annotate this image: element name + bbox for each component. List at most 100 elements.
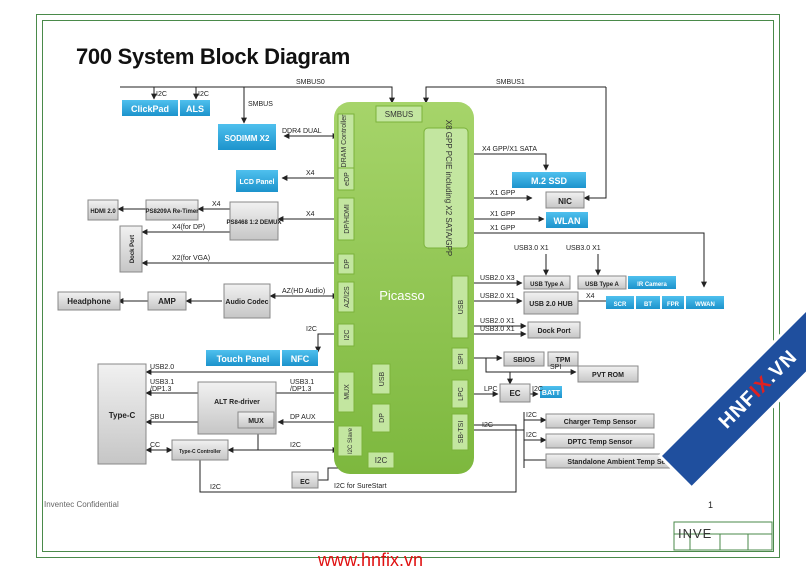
svg-text:PS8468 1:2 DEMUX: PS8468 1:2 DEMUX: [226, 220, 281, 226]
svg-text:X4: X4: [306, 211, 315, 218]
svg-text:Dock Port: Dock Port: [130, 235, 136, 263]
svg-text:PS8209A Re-Timer: PS8209A Re-Timer: [145, 209, 199, 215]
svg-text:ALT Re-driver: ALT Re-driver: [214, 399, 260, 406]
svg-text:CC: CC: [150, 442, 160, 449]
confidential-note: Inventec Confidential: [44, 500, 119, 509]
svg-text:M.2 SSD: M.2 SSD: [531, 176, 568, 186]
svg-text:USB2.0: USB2.0: [150, 364, 174, 371]
svg-text:NFC: NFC: [291, 354, 310, 364]
svg-text:SMBUS: SMBUS: [248, 101, 273, 108]
svg-text:DP: DP: [344, 259, 351, 269]
svg-text:X1 GPP: X1 GPP: [490, 225, 516, 232]
svg-text:/DP1.3: /DP1.3: [150, 386, 172, 393]
title-block: [673, 521, 773, 551]
svg-text:WLAN: WLAN: [554, 216, 581, 226]
svg-text:USB3.1: USB3.1: [150, 379, 174, 386]
svg-text:MUX: MUX: [248, 418, 264, 425]
page-number: 1: [708, 500, 714, 510]
svg-text:USB: USB: [458, 299, 465, 314]
svg-text:USB3.0 X1: USB3.0 X1: [514, 245, 549, 252]
svg-text:USB Type A: USB Type A: [585, 282, 619, 288]
svg-text:BT: BT: [644, 302, 652, 308]
svg-text:LCD Panel: LCD Panel: [239, 179, 274, 186]
svg-text:DP: DP: [379, 413, 386, 423]
svg-text:USB2.0 X1: USB2.0 X1: [480, 318, 515, 325]
svg-text:SMBUS0: SMBUS0: [296, 79, 325, 86]
svg-text:PVT ROM: PVT ROM: [592, 372, 624, 379]
svg-text:SPI: SPI: [458, 353, 465, 364]
svg-text:EC: EC: [300, 479, 310, 486]
svg-text:X1 GPP: X1 GPP: [490, 211, 516, 218]
svg-text:LPC: LPC: [458, 387, 465, 401]
svg-text:X1 GPP: X1 GPP: [490, 190, 516, 197]
svg-text:I2C: I2C: [532, 386, 543, 393]
svg-text:Dock Port: Dock Port: [537, 328, 571, 335]
svg-text:X4 GPP/X1 SATA: X4 GPP/X1 SATA: [482, 146, 537, 153]
svg-text:X4: X4: [212, 201, 221, 208]
svg-text:SODIMM X2: SODIMM X2: [225, 134, 270, 143]
svg-text:AMP: AMP: [158, 297, 176, 306]
diagram-title: 700 System Block Diagram: [76, 44, 351, 69]
svg-text:BATT: BATT: [542, 390, 561, 397]
svg-text:DRAM Controller: DRAM Controller: [341, 114, 348, 168]
svg-text:Charger Temp Sensor: Charger Temp Sensor: [564, 419, 637, 426]
svg-text:I2C: I2C: [375, 456, 388, 465]
svg-text:WWAN: WWAN: [695, 302, 715, 308]
svg-text:I2C: I2C: [344, 330, 351, 341]
svg-text:I2C: I2C: [482, 422, 493, 429]
svg-text:I2C: I2C: [210, 484, 221, 491]
sheet-border: [36, 14, 780, 558]
pcie-label: X8 GPP PCIE including X2 SATA/GPP: [444, 120, 453, 257]
line-labels: SMBUS0 SMBUS1 I2C I2C SMBUS DDR4 DUAL X4…: [150, 79, 601, 491]
svg-text:I2C Slave: I2C Slave: [348, 427, 354, 454]
svg-text:ALS: ALS: [186, 104, 204, 114]
svg-text:I2C: I2C: [306, 326, 317, 333]
svg-text:USB3.1: USB3.1: [290, 379, 314, 386]
svg-text:USB3.0 X1: USB3.0 X1: [480, 326, 515, 333]
svg-text:X4(for DP): X4(for DP): [172, 224, 205, 231]
svg-text:HDMI 2.0: HDMI 2.0: [90, 209, 116, 215]
brand-label: INVE: [678, 526, 713, 541]
svg-text:MUX: MUX: [344, 384, 351, 400]
svg-text:SBU: SBU: [150, 414, 164, 421]
svg-text:SCR: SCR: [614, 302, 627, 308]
svg-text:X4: X4: [586, 293, 595, 300]
svg-text:Type-C: Type-C: [109, 411, 136, 420]
svg-text:I2C: I2C: [526, 432, 537, 439]
svg-text:USB Type A: USB Type A: [530, 282, 564, 288]
sheet-inner-border: [42, 20, 774, 552]
svg-text:SPI: SPI: [550, 364, 561, 371]
svg-text:DPTC Temp Sensor: DPTC Temp Sensor: [568, 439, 633, 446]
svg-text:SMBUS1: SMBUS1: [496, 79, 525, 86]
svg-text:X2(for VGA): X2(for VGA): [172, 255, 210, 262]
svg-text:Standalone Ambient Temp Sensor: Standalone Ambient Temp Sensor: [567, 459, 680, 466]
svg-text:DP/HDMI: DP/HDMI: [344, 204, 351, 234]
watermark-url[interactable]: www.hnfix.vn: [318, 550, 424, 570]
svg-text:AZ/I2S: AZ/I2S: [344, 286, 351, 308]
blue-blocks: ClickPad ALS SODIMM X2 LCD Panel Touch P…: [122, 100, 724, 398]
connections: [117, 86, 707, 493]
svg-text:USB3.0 X1: USB3.0 X1: [566, 245, 601, 252]
svg-text:NIC: NIC: [558, 197, 572, 206]
grey-blocks: HDMI 2.0 PS8209A Re-Timer PS8468 1:2 DEM…: [57, 191, 703, 489]
svg-text:I2C: I2C: [290, 442, 301, 449]
svg-text:I2C for SureStart: I2C for SureStart: [334, 483, 387, 490]
svg-text:IR Camera: IR Camera: [637, 282, 667, 288]
svg-text:FPR: FPR: [667, 302, 680, 308]
svg-text:Headphone: Headphone: [67, 297, 111, 306]
svg-text:X4: X4: [306, 170, 315, 177]
svg-text:USB: USB: [379, 371, 386, 386]
svg-text:SBIOS: SBIOS: [513, 357, 535, 364]
svg-text:DP AUX: DP AUX: [290, 414, 316, 421]
svg-text:/DP1.3: /DP1.3: [290, 386, 312, 393]
svg-text:I2C: I2C: [198, 91, 209, 98]
svg-text:TPM: TPM: [556, 357, 571, 364]
svg-text:USB2.0 X1: USB2.0 X1: [480, 293, 515, 300]
svg-text:Touch Panel: Touch Panel: [217, 354, 270, 364]
svg-text:DDR4 DUAL: DDR4 DUAL: [282, 128, 322, 135]
svg-text:SMBUS: SMBUS: [385, 110, 413, 119]
svg-text:LPC: LPC: [484, 386, 498, 393]
chip-ports: SMBUS DRAM Controller eDP DP/HDMI DP AZ/…: [337, 105, 469, 469]
